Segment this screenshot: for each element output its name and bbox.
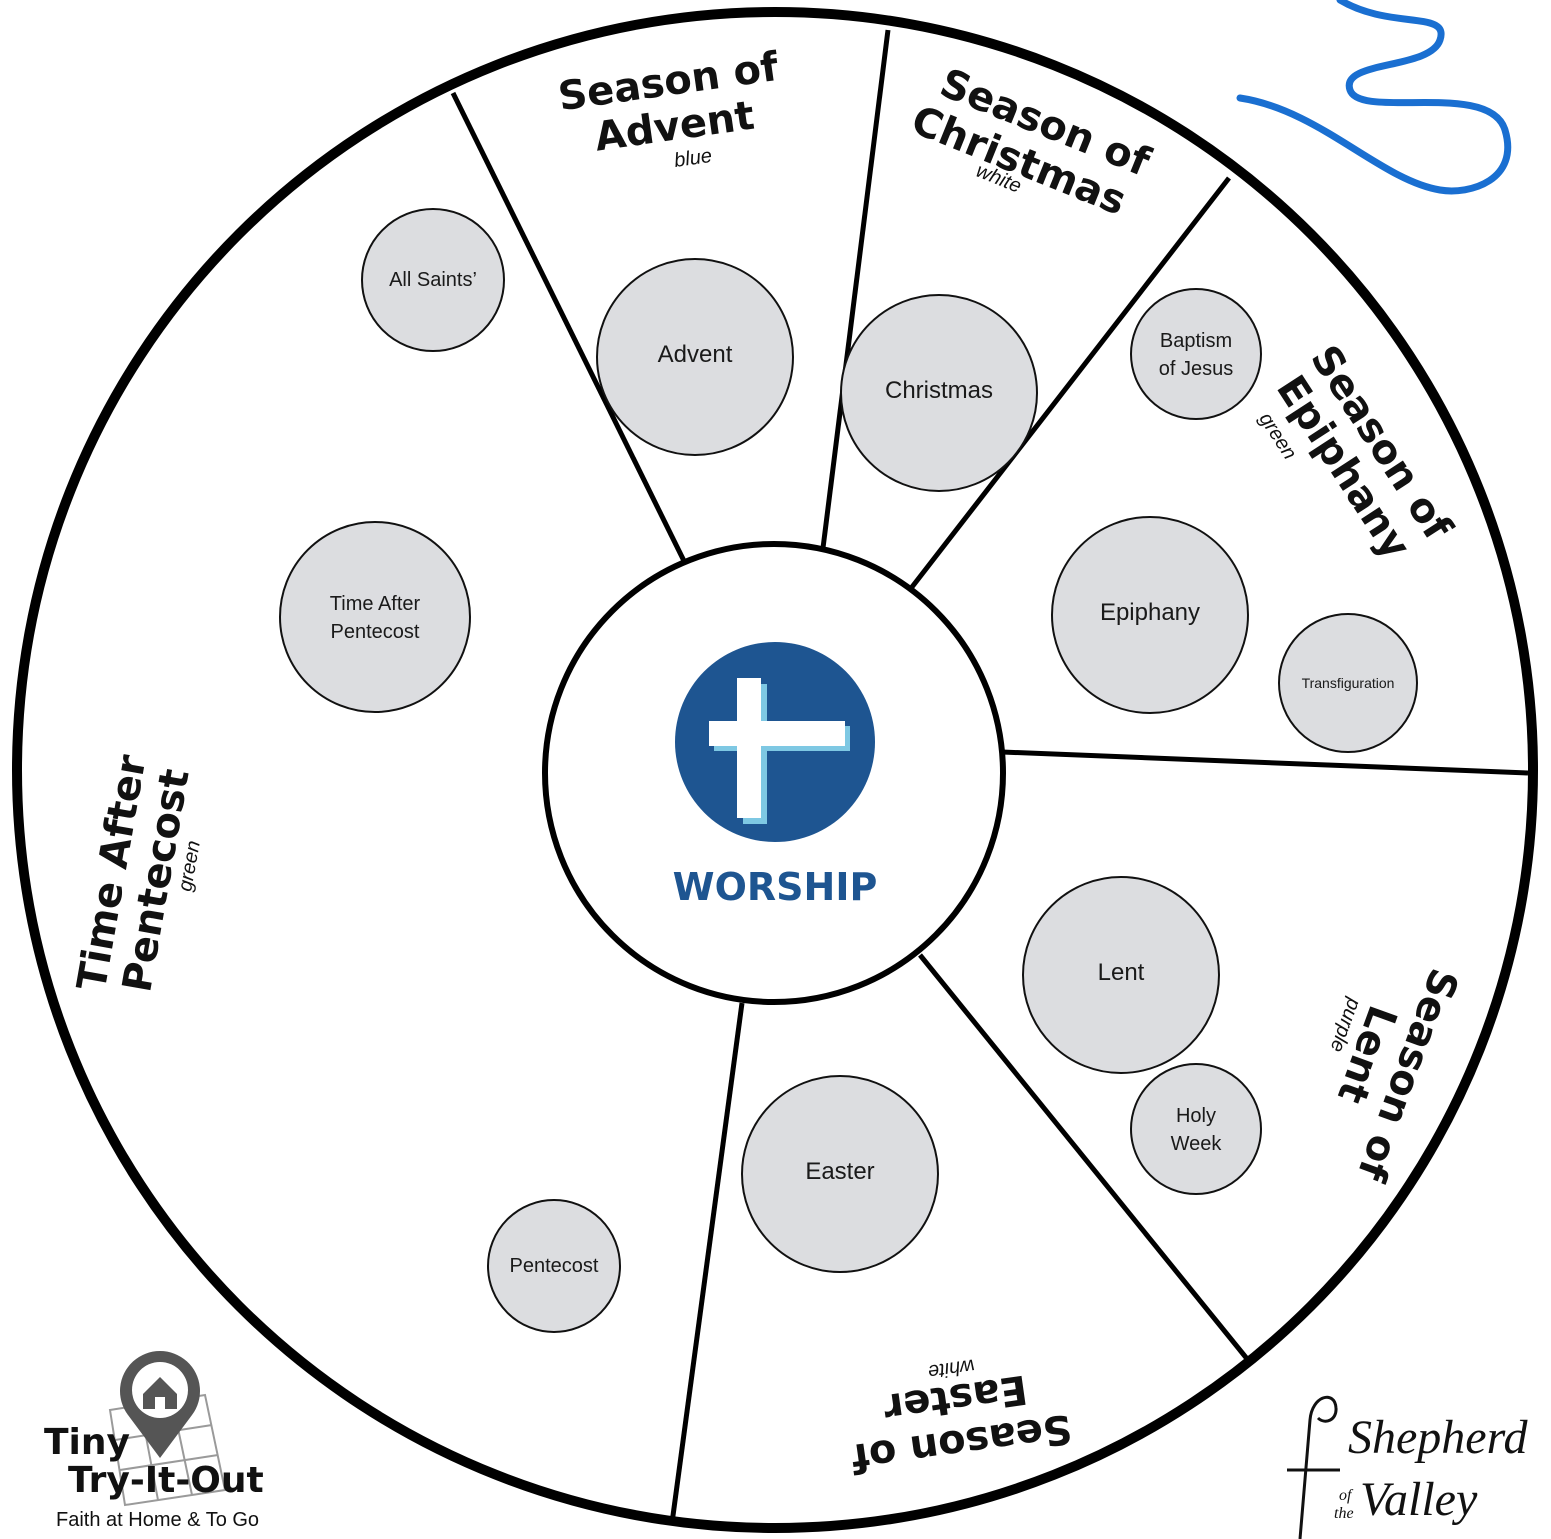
- bubble-holy-week: Holy Week: [1130, 1063, 1262, 1195]
- bubble-baptism-label-1: Baptism: [1160, 330, 1232, 352]
- bubble-christmas: Christmas: [840, 294, 1038, 492]
- bubble-lent-label: Lent: [1098, 959, 1145, 986]
- shepherd-crook-icon: [1287, 1395, 1340, 1539]
- bubble-baptism-label-2: of Jesus: [1159, 358, 1233, 380]
- tiny-try-it-out-logo: Tiny Try-It-Out Faith at Home & To Go: [44, 1351, 264, 1531]
- bubble-easter-label: Easter: [805, 1158, 874, 1185]
- tiny-line2: Try-It-Out: [68, 1460, 264, 1501]
- bubble-easter: Easter: [741, 1075, 939, 1273]
- sov-line1: Shepherd: [1348, 1411, 1529, 1464]
- bubble-time-after-pentecost: Time After Pentecost: [279, 521, 471, 713]
- bubble-pentecost: Pentecost: [487, 1199, 621, 1333]
- blue-scribble: [1236, 0, 1511, 195]
- bubble-advent-label: Advent: [658, 341, 733, 368]
- bubble-christmas-label: Christmas: [885, 377, 993, 404]
- bubble-pentecost-label: Pentecost: [510, 1255, 599, 1277]
- sov-of: of: [1339, 1487, 1354, 1504]
- bubble-epiphany: Epiphany: [1051, 516, 1249, 714]
- center-label: WORSHIP: [673, 865, 878, 909]
- bubble-transfiguration: Transfiguration: [1278, 613, 1418, 753]
- tiny-line1: Tiny: [44, 1422, 130, 1463]
- bubble-time-after-label-1: Time After: [330, 593, 421, 615]
- bubble-lent: Lent: [1022, 876, 1220, 1074]
- bubble-all-saints: All Saints’: [361, 208, 505, 352]
- wheel-spokes: [450, 29, 1529, 1524]
- bubble-advent: Advent: [596, 258, 794, 456]
- season-advent-color: blue: [673, 145, 714, 172]
- home-pin-icon: [120, 1351, 200, 1458]
- cross-icon: [675, 642, 875, 842]
- bubble-epiphany-label: Epiphany: [1100, 599, 1200, 626]
- bubble-transfiguration-label: Transfiguration: [1302, 675, 1395, 691]
- bubble-baptism-of-jesus: Baptism of Jesus: [1130, 288, 1262, 420]
- shepherd-of-the-valley-logo: Shepherd of the Valley: [1287, 1395, 1529, 1539]
- sov-line2: Valley: [1360, 1473, 1478, 1526]
- tiny-tagline: Faith at Home & To Go: [56, 1509, 259, 1531]
- bubble-holy-week-label-2: Week: [1171, 1133, 1223, 1155]
- bubble-all-saints-label: All Saints’: [389, 269, 477, 291]
- bubble-time-after-label-2: Pentecost: [331, 621, 420, 643]
- bubble-holy-week-label-1: Holy: [1176, 1105, 1216, 1127]
- sov-the: the: [1334, 1505, 1354, 1522]
